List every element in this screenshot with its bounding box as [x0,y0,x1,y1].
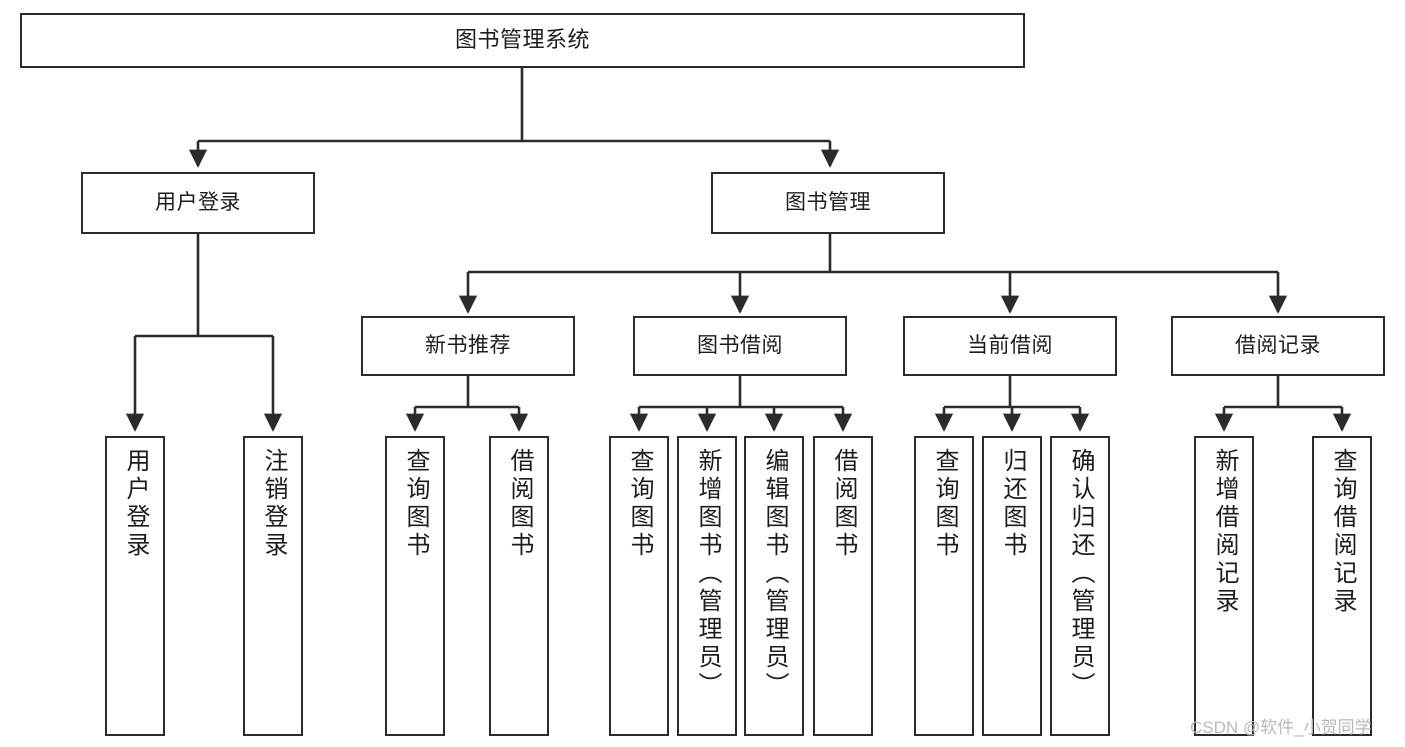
node-label: 查询图书 [626,448,653,560]
leaf-book-borrow-borrow-book[interactable]: 借阅图书 [813,436,873,736]
node-label: 借阅记录 [1235,334,1321,358]
node-book-management[interactable]: 图书管理 [711,172,945,234]
node-label: 查询图书 [402,448,429,560]
node-label: 借阅图书 [830,448,857,560]
node-label: 图书管理 [785,191,871,215]
node-label: 借阅图书 [506,448,533,560]
csdn-watermark: CSDN @软件_小贺同学 [1190,718,1372,737]
node-label: 图书管理系统 [454,27,590,53]
leaf-borrow-record-add-record[interactable]: 新增借阅记录 [1194,436,1254,736]
leaf-new-book-borrow-book[interactable]: 借阅图书 [489,436,549,736]
leaf-book-borrow-edit-book-admin[interactable]: 编辑图书（管理员） [744,436,804,736]
node-label: 确认归还（管理员） [1067,448,1094,700]
node-root-book-management-system[interactable]: 图书管理系统 [20,13,1025,68]
node-label: 归还图书 [999,448,1026,560]
node-label: 新增借阅记录 [1211,448,1238,616]
node-label: 注销登录 [260,448,287,560]
node-label: 用户登录 [122,448,149,560]
leaf-user-login-login[interactable]: 用户登录 [105,436,165,736]
node-label: 用户登录 [155,191,241,215]
leaf-current-borrow-return-book[interactable]: 归还图书 [982,436,1042,736]
node-new-book-recommendation[interactable]: 新书推荐 [361,316,575,376]
leaf-user-login-logout[interactable]: 注销登录 [243,436,303,736]
leaf-book-borrow-add-book-admin[interactable]: 新增图书（管理员） [677,436,737,736]
node-label: 当前借阅 [967,334,1053,358]
node-book-borrowing[interactable]: 图书借阅 [633,316,847,376]
node-user-login[interactable]: 用户登录 [81,172,315,234]
leaf-book-borrow-query-book[interactable]: 查询图书 [609,436,669,736]
node-borrowing-record[interactable]: 借阅记录 [1171,316,1385,376]
node-label: 图书借阅 [697,334,783,358]
node-current-borrowing[interactable]: 当前借阅 [903,316,1117,376]
node-label: 查询图书 [931,448,958,560]
leaf-new-book-query-book[interactable]: 查询图书 [385,436,445,736]
leaf-borrow-record-query-record[interactable]: 查询借阅记录 [1312,436,1372,736]
node-label: 查询借阅记录 [1329,448,1356,616]
node-label: 新书推荐 [425,334,511,358]
leaf-current-borrow-query-book[interactable]: 查询图书 [914,436,974,736]
leaf-current-borrow-confirm-return-admin[interactable]: 确认归还（管理员） [1050,436,1110,736]
node-label: 新增图书（管理员） [694,448,721,700]
node-label: 编辑图书（管理员） [761,448,788,700]
